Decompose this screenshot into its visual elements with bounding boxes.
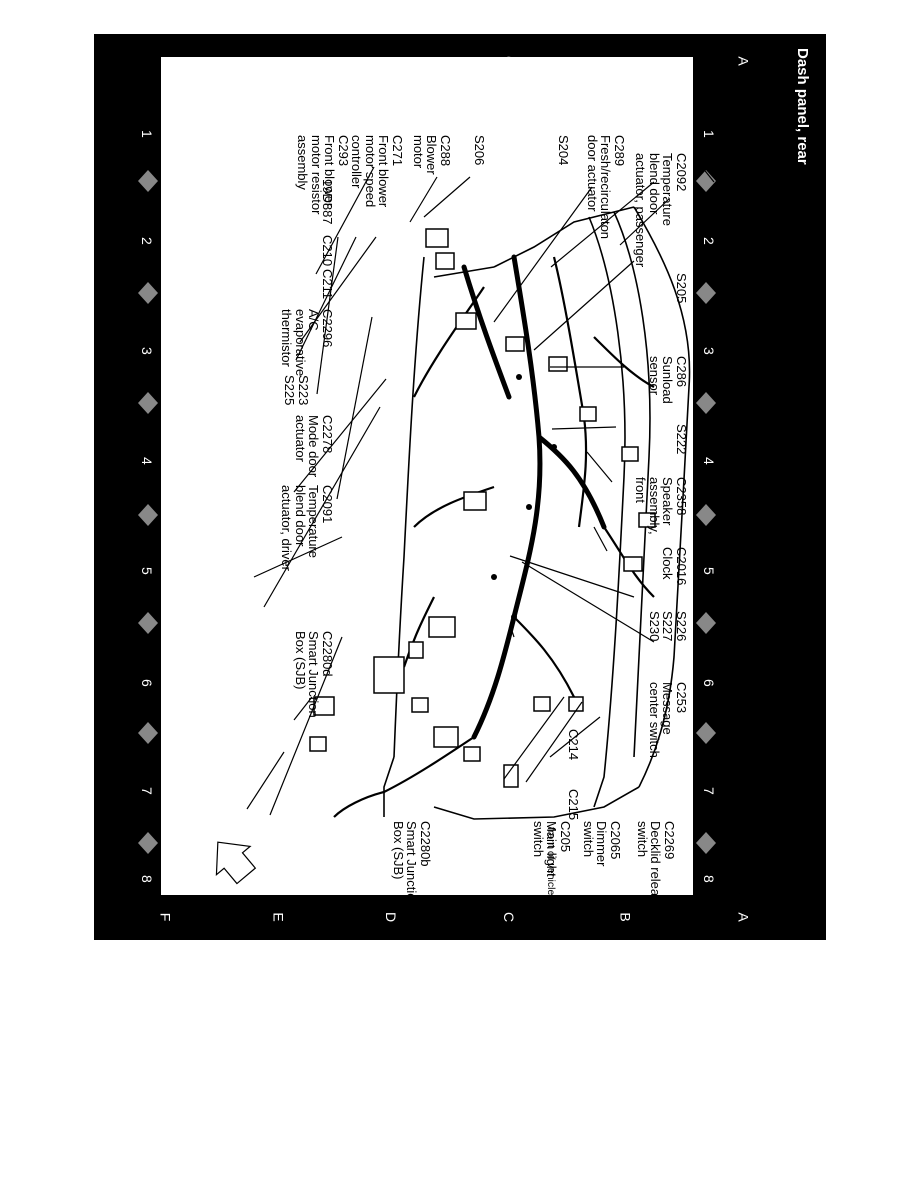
label-c288: C288 Blower motor bbox=[411, 135, 453, 175]
label-c2065: C2065 Dimmer switch bbox=[581, 821, 623, 867]
grid-number-5-bottom: 5 bbox=[139, 567, 155, 575]
label-s206: S206 bbox=[472, 135, 487, 166]
grid-letter-d-right: D bbox=[383, 911, 400, 923]
diagram-panel: 1 2 3 4 5 6 7 8 1 2 3 4 5 6 7 8 C2092 Te… bbox=[134, 57, 720, 910]
label-c211: C211 bbox=[320, 269, 335, 300]
grid-number-7: 7 bbox=[701, 787, 717, 795]
grid-number-6: 6 bbox=[701, 679, 717, 687]
grid-number-6-bottom: 6 bbox=[139, 679, 155, 687]
grid-letter-f-right: F bbox=[157, 912, 174, 922]
diagram-frame: Dash panel, rear A B C D E F A B C D E F bbox=[94, 34, 826, 940]
front-of-vehicle-arrow bbox=[215, 841, 257, 885]
label-s204: S204 bbox=[556, 135, 571, 166]
label-c2016: C2016 Clock bbox=[660, 547, 690, 586]
wiring-harness-drawing bbox=[134, 57, 720, 895]
label-19d887: 19D887 bbox=[320, 179, 335, 225]
grid-number-2: 2 bbox=[701, 237, 717, 245]
label-c271-c293: C271 Front blower motor speed controller… bbox=[295, 135, 406, 215]
grid-number-3-bottom: 3 bbox=[139, 347, 155, 355]
grid-number-8-bottom: 8 bbox=[139, 875, 155, 883]
label-c2296: C2296 A/C evaporative thermistor bbox=[279, 309, 336, 377]
label-s226-s227-s230: S226 S227 S230 bbox=[647, 611, 689, 642]
grid-letter-e-right: E bbox=[270, 912, 287, 922]
label-s205: S205 bbox=[674, 273, 689, 304]
label-c2278: C2278 Mode door actuator bbox=[293, 415, 335, 478]
label-c289: C289 Fresh/recirculaton door actuator bbox=[585, 135, 627, 240]
grid-number-4: 4 bbox=[701, 457, 717, 465]
label-c210: C210 bbox=[320, 235, 335, 267]
label-s223-s225: S223 S225 bbox=[282, 375, 312, 406]
label-c253: C253 Message center switch bbox=[647, 682, 689, 758]
label-c214: C214 bbox=[566, 729, 581, 761]
grid-letter-b-right: B bbox=[617, 912, 634, 922]
label-c215: C215 bbox=[566, 789, 581, 821]
grid-number-4-bottom: 4 bbox=[139, 457, 155, 465]
grid-letter-a-right: A bbox=[735, 912, 752, 922]
grid-number-1-bottom: 1 bbox=[139, 130, 155, 138]
grid-letter-c-right: C bbox=[501, 911, 518, 923]
label-s222: S222 bbox=[674, 424, 689, 455]
diagram-title: Dash panel, rear bbox=[794, 48, 811, 165]
label-c2091: C2091 Temperature blend door actuator, d… bbox=[279, 485, 336, 571]
label-c2269: C2269 Decklid release switch bbox=[635, 821, 677, 910]
grid-number-3: 3 bbox=[701, 347, 717, 355]
grid-number-2-bottom: 2 bbox=[139, 237, 155, 245]
label-c2092: C2092 Temperature blend door actuator, p… bbox=[633, 153, 690, 268]
grid-letter-a-left: A bbox=[735, 56, 752, 66]
grid-number-7-bottom: 7 bbox=[139, 787, 155, 795]
grid-number-8: 8 bbox=[701, 875, 717, 883]
grid-number-1: 1 bbox=[701, 130, 717, 138]
label-c2358: C2358 Speaker assembly, front bbox=[633, 477, 690, 535]
label-c286: C286 Sunload sensor bbox=[647, 356, 689, 404]
label-c2280b: C2280b Smart Junction Box (SJB) bbox=[391, 821, 433, 908]
label-c2280d: C2280d Smart Junction Box (SJB) bbox=[293, 631, 335, 718]
label-layer: 1 2 3 4 5 6 7 8 1 2 3 4 5 6 7 8 C2092 Te… bbox=[134, 57, 720, 910]
label-c205: C205 Main light switch bbox=[531, 821, 573, 877]
grid-number-5: 5 bbox=[701, 567, 717, 575]
